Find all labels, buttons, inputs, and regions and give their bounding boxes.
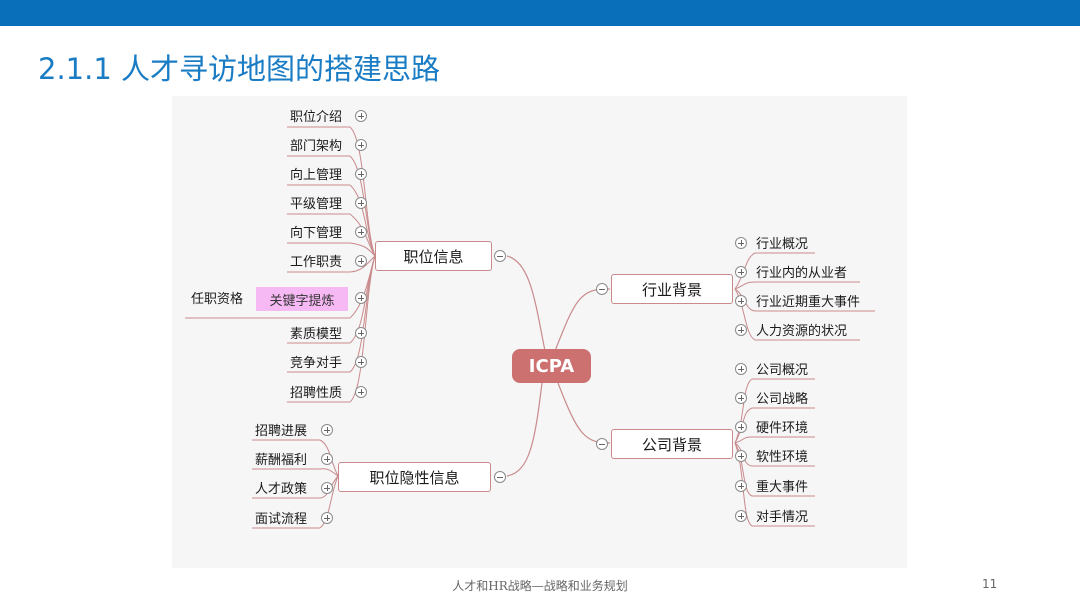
leaf-node[interactable]: 竞争对手	[290, 356, 343, 371]
leaf-node[interactable]: 重大事件	[756, 480, 809, 495]
expand-icon[interactable]	[735, 295, 747, 307]
leaf-node[interactable]: 平级管理	[290, 197, 343, 212]
expand-icon[interactable]	[355, 386, 367, 398]
leaf-node[interactable]: 招聘进展	[255, 424, 308, 439]
leaf-node[interactable]: 软性环境	[756, 450, 809, 465]
expand-icon[interactable]	[355, 197, 367, 209]
leaf-node[interactable]: 招聘性质	[290, 386, 343, 401]
branch-industry[interactable]: 行业背景	[611, 274, 733, 304]
expand-icon[interactable]	[735, 510, 747, 522]
mindmap-canvas	[172, 96, 907, 568]
leaf-node[interactable]: 公司概况	[756, 363, 809, 378]
branch-company[interactable]: 公司背景	[611, 429, 733, 459]
expand-icon[interactable]	[735, 363, 747, 375]
leaf-node[interactable]: 薪酬福利	[255, 453, 308, 468]
leaf-node[interactable]: 任职资格	[191, 292, 244, 307]
leaf-node[interactable]: 工作职责	[290, 255, 343, 270]
leaf-node[interactable]: 行业近期重大事件	[756, 295, 861, 310]
leaf-node[interactable]: 素质模型	[290, 327, 343, 342]
leaf-node[interactable]: 行业内的从业者	[756, 266, 848, 281]
expand-icon[interactable]	[355, 110, 367, 122]
leaf-node[interactable]: 向下管理	[290, 226, 343, 241]
leaf-node[interactable]: 公司战略	[756, 392, 809, 407]
expand-icon[interactable]	[355, 139, 367, 151]
expand-icon[interactable]	[735, 237, 747, 249]
leaf-node[interactable]: 面试流程	[255, 512, 308, 527]
leaf-node[interactable]: 向上管理	[290, 168, 343, 183]
expand-icon[interactable]	[321, 453, 333, 465]
page-number: 11	[982, 577, 998, 591]
expand-icon[interactable]	[735, 480, 747, 492]
branch-hidden-info[interactable]: 职位隐性信息	[338, 462, 491, 492]
slide-title: 2.1.1 人才寻访地图的搭建思路	[38, 52, 441, 86]
expand-icon[interactable]	[321, 512, 333, 524]
leaf-node[interactable]: 硬件环境	[756, 421, 809, 436]
expand-icon[interactable]	[321, 482, 333, 494]
collapse-icon[interactable]	[494, 250, 506, 262]
expand-icon[interactable]	[735, 421, 747, 433]
leaf-node[interactable]: 人才政策	[255, 482, 308, 497]
leaf-node[interactable]: 人力资源的状况	[756, 324, 848, 339]
expand-icon[interactable]	[735, 392, 747, 404]
collapse-icon[interactable]	[494, 471, 506, 483]
expand-icon[interactable]	[355, 168, 367, 180]
expand-icon[interactable]	[355, 327, 367, 339]
center-node[interactable]: ICPA	[512, 349, 591, 383]
slide-footer: 人才和HR战略—战略和业务规划	[452, 579, 628, 593]
branch-position-info[interactable]: 职位信息	[375, 241, 492, 271]
expand-icon[interactable]	[321, 424, 333, 436]
top-accent-bar	[0, 0, 1080, 26]
expand-icon[interactable]	[355, 255, 367, 267]
leaf-node[interactable]: 职位介绍	[290, 110, 343, 125]
expand-icon[interactable]	[355, 292, 367, 304]
expand-icon[interactable]	[735, 450, 747, 462]
collapse-icon[interactable]	[596, 283, 608, 295]
expand-icon[interactable]	[355, 226, 367, 238]
expand-icon[interactable]	[735, 324, 747, 336]
expand-icon[interactable]	[735, 266, 747, 278]
keyword-note: 关键字提炼	[256, 287, 348, 311]
expand-icon[interactable]	[355, 356, 367, 368]
leaf-node[interactable]: 部门架构	[290, 139, 343, 154]
leaf-node[interactable]: 行业概况	[756, 237, 809, 252]
collapse-icon[interactable]	[596, 438, 608, 450]
leaf-node[interactable]: 对手情况	[756, 510, 809, 525]
